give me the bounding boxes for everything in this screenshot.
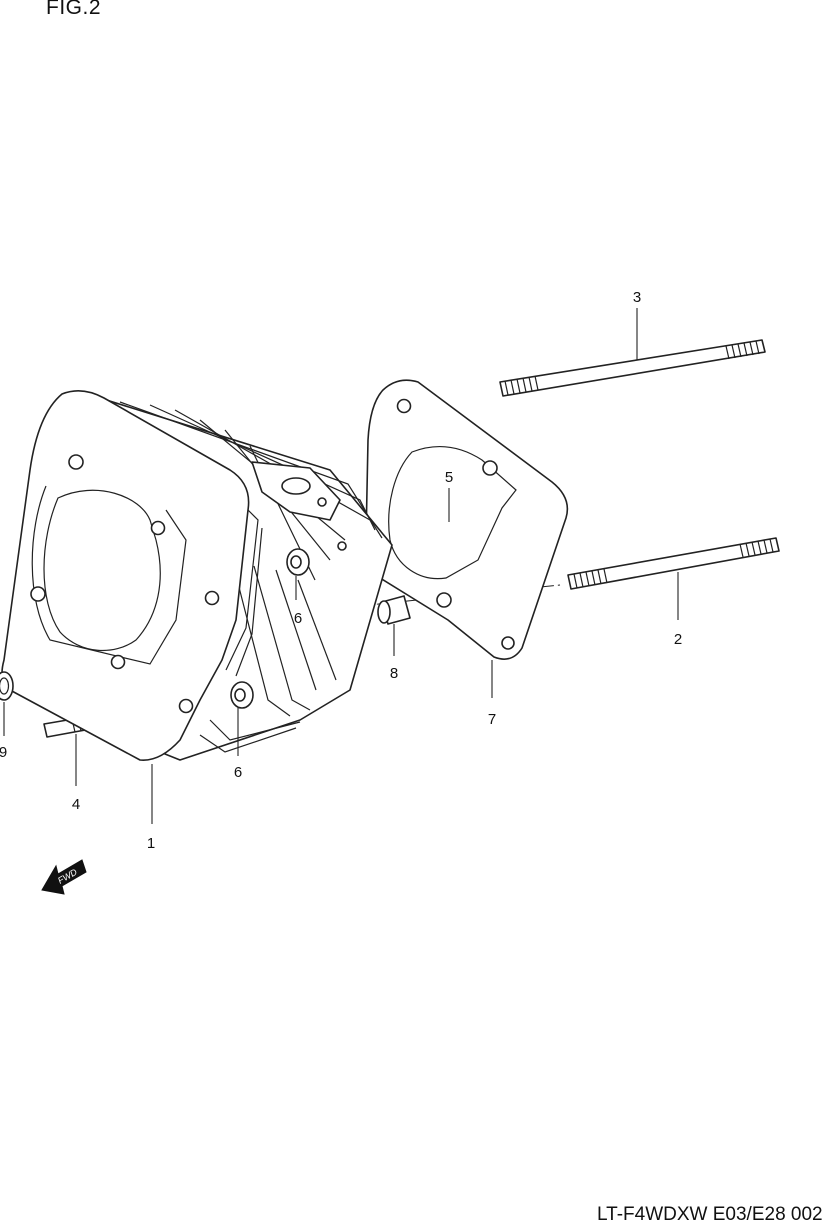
cylinder-1[interactable] xyxy=(1,390,393,761)
o-ring-9[interactable] xyxy=(0,671,14,701)
callout-4: 4 xyxy=(72,796,80,813)
figure-title: FIG.2 xyxy=(46,0,102,19)
callout-6-lower: 6 xyxy=(234,764,242,781)
callout-6-upper: 6 xyxy=(294,610,302,627)
callouts: 3 2 5 6 6 7 8 4 1 9 xyxy=(0,289,682,852)
callout-8: 8 xyxy=(390,665,398,682)
diagram-code: LT-F4WDXW E03/E28 002 xyxy=(597,1204,823,1225)
leader-lines xyxy=(3,308,679,824)
dowel-pin-6-upper[interactable] xyxy=(286,548,310,576)
bush-8[interactable] xyxy=(377,595,411,625)
stud-bolt-2[interactable] xyxy=(567,537,780,590)
stud-bolt-3[interactable] xyxy=(499,339,766,397)
callout-5: 5 xyxy=(445,469,453,486)
dowel-pin-6-lower[interactable] xyxy=(230,681,254,709)
callout-7: 7 xyxy=(488,711,496,728)
callout-9: 9 xyxy=(0,744,7,761)
callout-1: 1 xyxy=(147,835,155,852)
cylinder-base-gasket-7[interactable] xyxy=(364,379,569,660)
callout-3: 3 xyxy=(633,289,641,306)
fwd-arrow-icon: FWD xyxy=(41,859,87,895)
callout-2: 2 xyxy=(674,631,682,648)
